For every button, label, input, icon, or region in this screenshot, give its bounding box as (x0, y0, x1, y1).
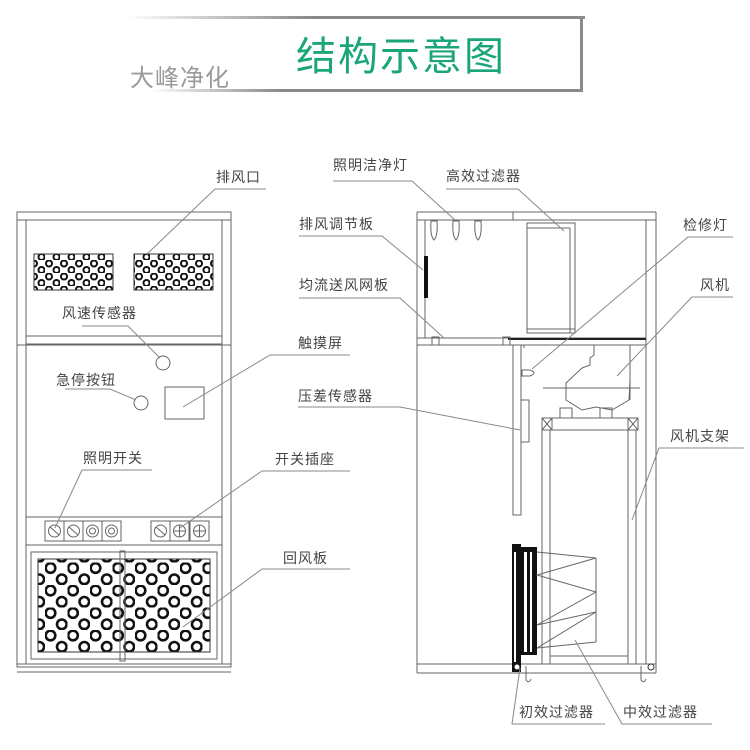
header-frame-bottom (150, 89, 583, 92)
label-differential-pressure-sensor: 压差传感器 (298, 388, 373, 405)
switch-socket-group (150, 520, 210, 542)
exhaust-grill-left (33, 253, 114, 291)
label-fan-bracket: 风机支架 (670, 429, 730, 445)
side-cabinet (416, 211, 657, 683)
header: 大峰净化 结构示意图 (0, 0, 750, 110)
label-primary-filter: 初效过滤器 (519, 704, 594, 721)
fan-shape (543, 345, 640, 419)
exhaust-damper-bar (424, 256, 428, 298)
differential-pressure-sensor-box (520, 399, 530, 443)
hepa-filter-box (526, 222, 576, 334)
label-fan: 风机 (700, 278, 730, 294)
brand-name: 大峰净化 (130, 64, 230, 92)
clean-lamp-icon (474, 220, 482, 241)
wind-speed-sensor-icon (155, 355, 171, 371)
medium-filter-bag (535, 551, 598, 649)
clean-lamp-icon (452, 220, 460, 241)
lighting-switch-group (44, 520, 122, 542)
front-cabinet-outline (16, 211, 232, 668)
touch-screen-icon (164, 386, 205, 420)
label-medium-filter: 中效过滤器 (623, 705, 698, 721)
header-frame-right (580, 16, 583, 92)
label-hepa-filter: 高效过滤器 (446, 168, 521, 185)
label-lighting-clean-lamp: 照明洁净灯 (333, 158, 408, 174)
label-touch-screen-text: 触摸屏 (298, 336, 343, 352)
label-wind-speed-sensor: 风速传感器 (62, 305, 137, 322)
clean-lamp-icon (430, 220, 438, 241)
label-lighting-switch: 照明开关 (83, 451, 143, 467)
label-emergency-stop-button: 急停按钮 (56, 372, 116, 389)
header-frame-top (125, 16, 585, 19)
return-air-grill (37, 558, 211, 653)
page-title: 结构示意图 (296, 34, 506, 80)
label-uniform-flow-mesh: 均流送风网板 (299, 278, 389, 294)
emergency-stop-icon (133, 395, 149, 411)
label-exhaust-outlet: 排风口 (216, 170, 261, 186)
fan-bracket-frame (541, 417, 639, 664)
label-inspection-lamp: 检修灯 (683, 218, 728, 234)
label-return-air-panel: 回风板 (283, 551, 328, 567)
front-cabinet (16, 211, 232, 673)
label-switch-socket: 开关插座 (275, 452, 335, 468)
inspection-lamp-icon (521, 369, 535, 377)
primary-filter-frame (512, 544, 655, 672)
exhaust-grill-right (133, 253, 214, 291)
label-exhaust-damper: 排风调节板 (299, 217, 374, 233)
